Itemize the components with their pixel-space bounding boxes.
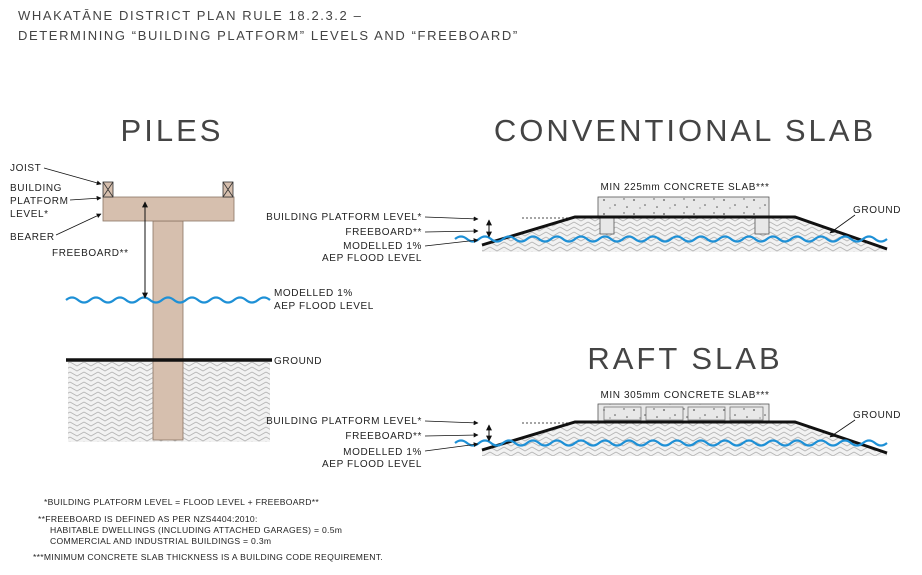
conventional-footing-right bbox=[754, 217, 770, 235]
raft-freeboard-leader bbox=[424, 432, 479, 438]
raft-flood-label-1: MODELLED 1% bbox=[343, 447, 422, 458]
raft-slab-label: MIN 305mm CONCRETE SLAB*** bbox=[601, 390, 770, 401]
conventional-slab bbox=[597, 196, 770, 219]
conventional-flood-leader bbox=[424, 238, 479, 247]
raft-ground-label: GROUND bbox=[853, 410, 901, 421]
raft-bpl-leader bbox=[424, 420, 479, 426]
conventional-ground-label: GROUND bbox=[853, 205, 901, 216]
conventional-freeboard-leader bbox=[424, 228, 479, 234]
piles-flood-wave bbox=[65, 296, 271, 304]
conventional-freeboard-label: FREEBOARD** bbox=[345, 227, 422, 238]
piles-bearer-leader bbox=[55, 213, 102, 236]
raft-ground-line bbox=[481, 420, 888, 455]
header-line-2: DETERMINING “BUILDING PLATFORM” LEVELS A… bbox=[18, 28, 519, 43]
conventional-slab-label: MIN 225mm CONCRETE SLAB*** bbox=[601, 182, 770, 193]
raft-flood-wave bbox=[454, 439, 888, 447]
conventional-ground-line bbox=[481, 215, 888, 251]
conventional-title: CONVENTIONAL SLAB bbox=[494, 113, 876, 148]
conventional-flood-wave bbox=[454, 235, 888, 243]
pile bbox=[152, 220, 184, 441]
piles-title: PILES bbox=[121, 113, 224, 148]
piles-joist-label: JOIST bbox=[10, 163, 41, 174]
raft-flood-leader bbox=[424, 442, 479, 452]
piles-bpl-label-3: LEVEL* bbox=[10, 209, 49, 220]
note-1: *BUILDING PLATFORM LEVEL = FLOOD LEVEL +… bbox=[44, 497, 319, 507]
joist-right bbox=[222, 181, 234, 198]
bearer bbox=[102, 196, 235, 222]
conventional-flood-label-1: MODELLED 1% bbox=[343, 241, 422, 252]
piles-ground-label: GROUND bbox=[274, 356, 322, 367]
note-2: **FREEBOARD IS DEFINED AS PER NZS4404:20… bbox=[38, 514, 258, 524]
piles-freeboard-label: FREEBOARD** bbox=[52, 248, 129, 259]
raft-freeboard-label: FREEBOARD** bbox=[345, 431, 422, 442]
conventional-flood-label-2: AEP FLOOD LEVEL bbox=[322, 253, 422, 264]
conventional-embankment bbox=[482, 218, 887, 252]
raft-title: RAFT SLAB bbox=[587, 341, 782, 376]
piles-flood-label-2: AEP FLOOD LEVEL bbox=[274, 301, 374, 312]
joist-left bbox=[102, 181, 114, 198]
raft-ground-leader bbox=[829, 419, 856, 438]
conventional-bpl-leader bbox=[424, 216, 479, 222]
piles-bearer-label: BEARER bbox=[10, 232, 55, 243]
raft-flood-label-2: AEP FLOOD LEVEL bbox=[322, 459, 422, 470]
raft-embankment bbox=[482, 423, 887, 456]
note-3: HABITABLE DWELLINGS (INCLUDING ATTACHED … bbox=[50, 525, 342, 535]
conventional-footing-left bbox=[599, 217, 615, 235]
piles-joist-leader bbox=[43, 167, 102, 186]
piles-bpl-leader bbox=[69, 195, 102, 201]
piles-bpl-label-2: PLATFORM bbox=[10, 196, 69, 207]
piles-bpl-label-1: BUILDING bbox=[10, 183, 62, 194]
conventional-ground-leader bbox=[829, 214, 856, 234]
raft-bpl-label: BUILDING PLATFORM LEVEL* bbox=[266, 416, 422, 427]
note-5: ***MINIMUM CONCRETE SLAB THICKNESS IS A … bbox=[33, 552, 383, 562]
conventional-bpl-label: BUILDING PLATFORM LEVEL* bbox=[266, 212, 422, 223]
raft-pods bbox=[603, 406, 764, 421]
header-line-1: WHAKATĀNE DISTRICT PLAN RULE 18.2.3.2 – bbox=[18, 8, 362, 23]
note-4: COMMERCIAL AND INDUSTRIAL BUILDINGS = 0.… bbox=[50, 536, 271, 546]
piles-flood-label-1: MODELLED 1% bbox=[274, 288, 353, 299]
